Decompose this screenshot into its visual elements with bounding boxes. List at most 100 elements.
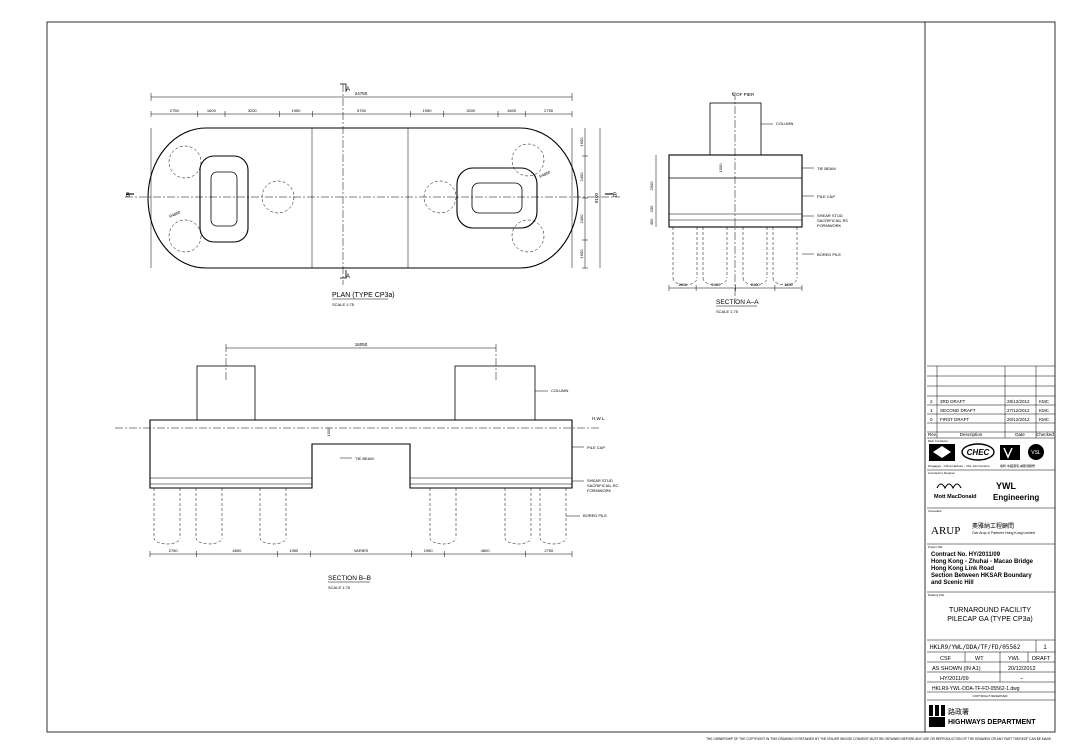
column-left: [199, 155, 249, 243]
bb-pile-cap: [149, 419, 573, 489]
arup-logo: ARUP: [931, 525, 960, 537]
plan-radius-left: R4850: [168, 209, 181, 219]
svg-text:WT: WT: [975, 656, 984, 662]
drawing-title-line2: PILECAP GA (TYPE CP3a): [947, 616, 1032, 623]
section-bb-view: 16050 COLUMN H.W.L. PILE CAP TIE BEAM 15…: [115, 342, 619, 590]
svg-text:SACRIFICIAL RC: SACRIFICIAL RC: [587, 483, 619, 488]
svg-text:Contractor's Designer: Contractor's Designer: [928, 471, 955, 475]
bb-bottom-dim-label: 1950: [424, 548, 434, 553]
plan-segment-dim-label: 2750: [544, 108, 554, 113]
svg-text:1500: 1500: [718, 163, 723, 173]
svg-text:YWL: YWL: [1008, 656, 1020, 662]
svg-text:VSL: VSL: [1031, 450, 1041, 456]
aa-title: SECTION A–A: [716, 299, 759, 306]
plan-title: PLAN (TYPE CP3a): [332, 292, 395, 299]
plan-segment-dim-label: 1950: [292, 108, 302, 113]
bb-title: SECTION B–B: [328, 575, 371, 582]
svg-text:Project Title: Project Title: [928, 545, 943, 549]
drawing-rev: 1: [1043, 645, 1047, 651]
svg-text:SHEAR STUD: SHEAR STUD: [817, 213, 843, 218]
bb-bottom-dim-label: VARIES: [354, 548, 369, 553]
plan-segment-dim-label: 3200: [466, 108, 476, 113]
svg-text:Dragages - China Harbour - VSL: Dragages - China Harbour - VSL Joint Ven…: [928, 464, 990, 468]
svg-text:DRAFT: DRAFT: [1032, 656, 1051, 662]
chec-logo: [961, 443, 995, 461]
plan-side-dim: 2400: [579, 214, 584, 224]
revision-chk: KMC: [1039, 408, 1050, 413]
svg-text:Consultant: Consultant: [928, 509, 942, 513]
svg-text:CHEC: CHEC: [967, 448, 990, 457]
plan-side-dim: 2400: [579, 172, 584, 182]
drawing-title-line1: TURNAROUND FACILITY: [949, 607, 1031, 614]
svg-text:COLUMN: COLUMN: [776, 121, 793, 126]
svg-text:SCALE 1:75: SCALE 1:75: [716, 309, 739, 314]
vsl-logo: [1028, 444, 1044, 460]
bb-bottom-dim-label: 4800: [481, 548, 491, 553]
plan-segment-dim-label: 3200: [248, 108, 258, 113]
svg-text:奧雅納工程顧問: 奧雅納工程顧問: [972, 522, 1014, 530]
bored-piles-plan: [168, 143, 545, 253]
drawing-number: HKLR9/YWL/DDA/TF/FD/05562: [930, 644, 1021, 651]
svg-text:Checked: Checked: [1036, 432, 1054, 437]
revision-chk: KMC: [1039, 417, 1050, 422]
svg-text:Rev.: Rev.: [928, 432, 937, 437]
plan-segment-dim-label: 1600: [207, 108, 217, 113]
svg-text:H.W.L.: H.W.L.: [592, 416, 606, 421]
sheet-border: [46, 21, 1056, 733]
aa-bottom-dim-label: 2400: [711, 282, 721, 287]
plan-overall-dim: 24750: [355, 91, 368, 96]
revision-date: 27/12/2012: [1007, 408, 1030, 413]
plan-side-dim: 1600: [579, 137, 584, 147]
svg-text:TIE BEAM: TIE BEAM: [355, 456, 374, 461]
revision-date: 20/12/2012: [1007, 417, 1030, 422]
bb-bottom-dim-label: 4800: [232, 548, 242, 553]
svg-text:Hong Kong - Zhuhai - Macao Bri: Hong Kong - Zhuhai - Macao Bridge: [931, 559, 1034, 565]
svg-text:YWL: YWL: [996, 481, 1016, 491]
copyright-footer: THE OWNERSHIP OF THE COPYRIGHT IN THIS D…: [706, 737, 1052, 741]
bb-bottom-dim-label: 1950: [289, 548, 299, 553]
aa-pile-cap: [668, 154, 803, 228]
plan-segment-dim-label: 2750: [170, 108, 180, 113]
svg-text:200: 200: [649, 205, 654, 212]
section-mark-a-bottom: A: [346, 274, 350, 280]
mott-macdonald-logo: [936, 483, 962, 490]
svg-text:1500: 1500: [326, 427, 331, 437]
svg-text:Ove Arup & Partners Hong Kong: Ove Arup & Partners Hong Kong Limited: [972, 531, 1035, 535]
svg-text:and Scenic Hill: and Scenic Hill: [931, 580, 974, 586]
svg-text:SACRIFICIAL RC: SACRIFICIAL RC: [817, 218, 849, 223]
bb-column-right: [454, 365, 536, 421]
section-mark-b-right: B: [613, 193, 617, 199]
svg-text:16050: 16050: [355, 342, 368, 347]
svg-text:Section Between HKSAR Boundary: Section Between HKSAR Boundary: [931, 573, 1032, 579]
svg-text:HY/2011/09: HY/2011/09: [940, 676, 969, 682]
svg-text:TIE BEAM: TIE BEAM: [817, 166, 836, 171]
svg-text:地利·中國港灣·威斯領聯營: 地利·中國港灣·威斯領聯營: [1000, 463, 1035, 468]
plan-side-dim: 1600: [579, 249, 584, 259]
plan-scale: SCALE 1:75: [332, 302, 355, 307]
pier-label: ℄ OF PIER: [731, 92, 755, 97]
svg-text:Drawing Title: Drawing Title: [928, 593, 945, 597]
section-mark-a-top: A: [346, 87, 350, 93]
aa-bottom-dim-label: 1650: [678, 282, 688, 287]
svg-text:Mott MacDonald: Mott MacDonald: [934, 494, 976, 500]
highways-department-logo: [929, 705, 945, 727]
svg-text:20/12/2012: 20/12/2012: [1008, 666, 1036, 672]
svg-text:2000: 2000: [649, 181, 654, 191]
revision-rev: 1: [930, 408, 933, 413]
revision-rev: 2: [930, 399, 933, 404]
section-mark-b-left: B: [126, 193, 130, 199]
svg-text:Contract No. HY/2011/09: Contract No. HY/2011/09: [931, 552, 1001, 558]
aa-bored-piles: [672, 227, 798, 286]
svg-text:路政署: 路政署: [948, 707, 969, 716]
plan-segment-dim-label: 1950: [423, 108, 433, 113]
svg-text:Description: Description: [960, 432, 983, 437]
svg-text:Main Contractor: Main Contractor: [928, 439, 948, 443]
svg-text:Engineering: Engineering: [993, 493, 1039, 502]
plan-overall-height: 8100: [594, 192, 599, 203]
aa-column: [709, 102, 762, 156]
svg-text:SCALE 1:75: SCALE 1:75: [328, 585, 351, 590]
revision-rev: 0: [930, 417, 933, 422]
